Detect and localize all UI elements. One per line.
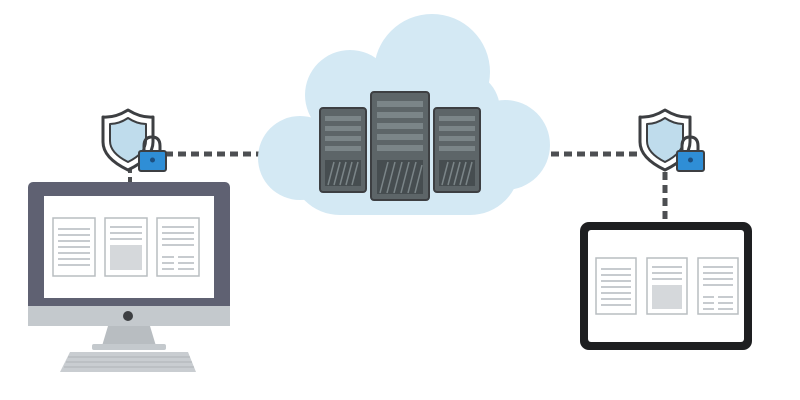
shield-lock-icon-right [638,108,705,172]
server-left [319,107,367,193]
tablet-document-right [697,257,739,315]
server-rack-icon [319,91,481,201]
monitor-document-right [156,217,200,277]
monitor-icon [28,182,230,372]
server-right [433,107,481,193]
shield-lock-icon-left [101,108,167,172]
tablet-document-left [595,257,637,315]
tablet-icon [580,222,752,350]
server-center [370,91,430,201]
monitor-document-center [104,217,148,277]
keyboard-icon [60,352,196,372]
tablet-document-center [646,257,688,315]
